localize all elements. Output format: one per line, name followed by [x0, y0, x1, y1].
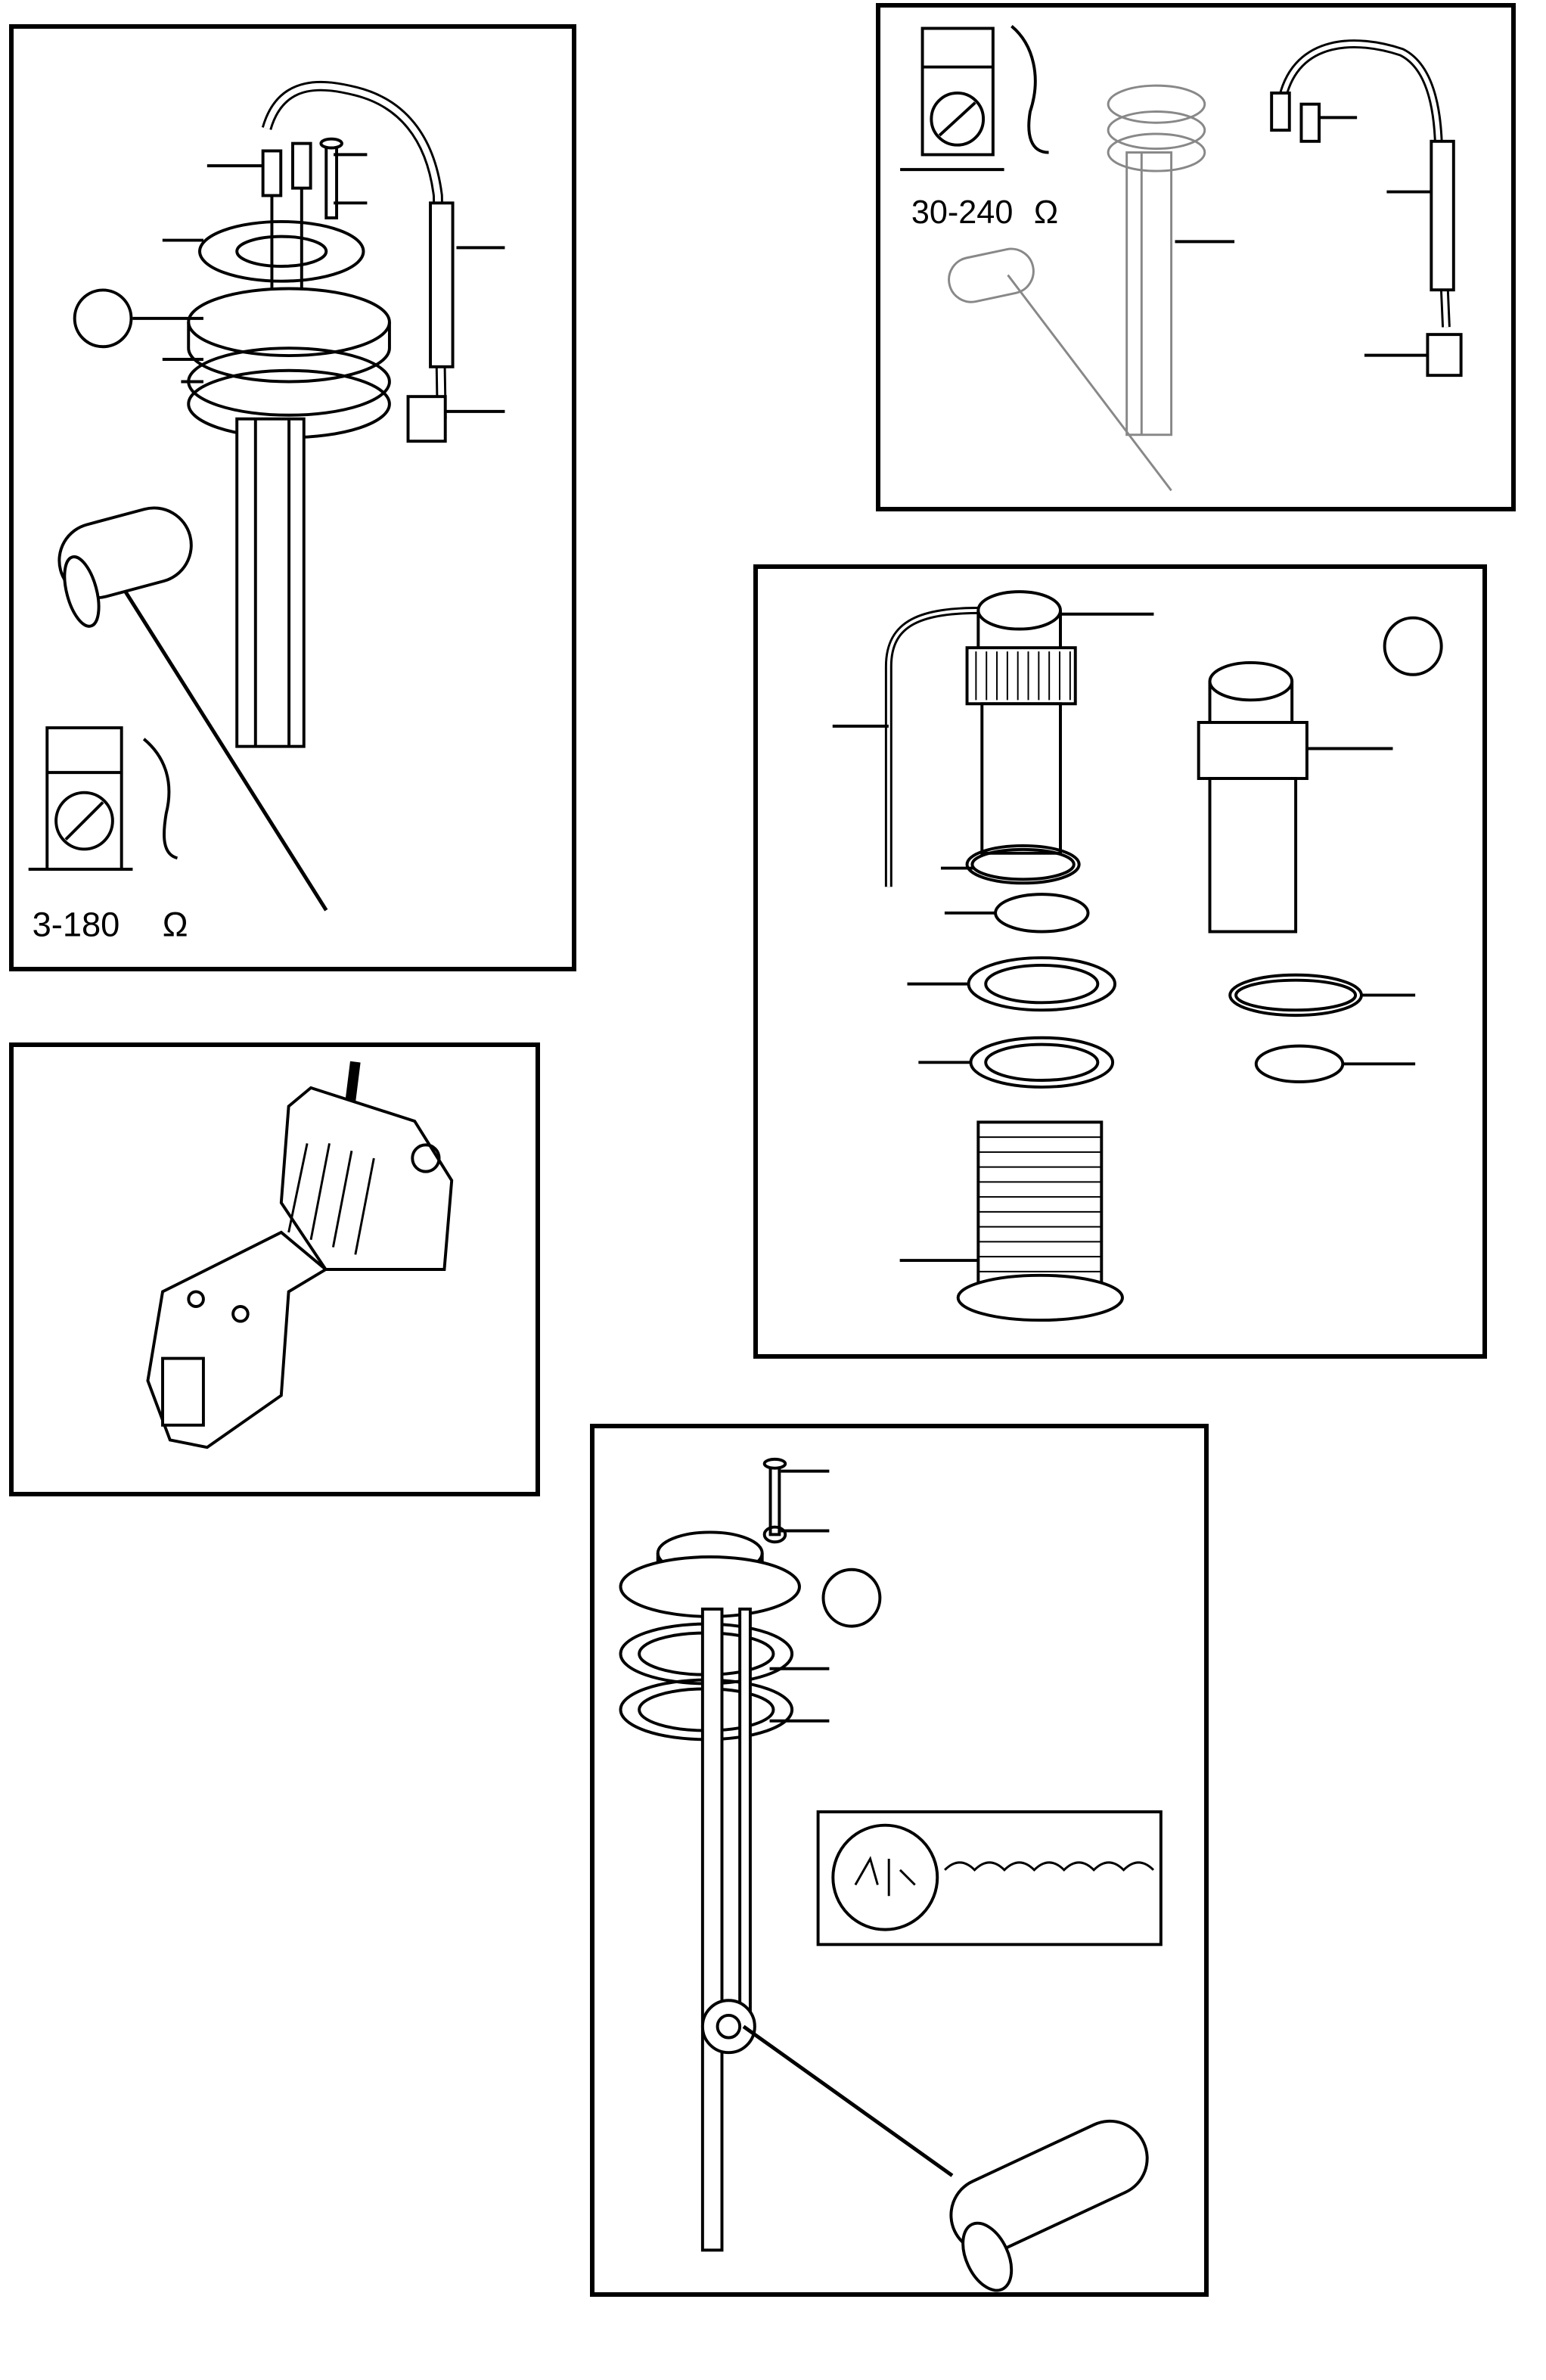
washer: [762, 1525, 787, 1544]
water-sender-drawing: [619, 1457, 1163, 2292]
pickup-nut: [965, 646, 1077, 706]
fuel-pump-icon: [142, 738, 179, 860]
float: [949, 2119, 1149, 2254]
callout-circle-icon: [73, 288, 133, 349]
panel-sender-30-240: 30-240 Ω: [876, 3, 1516, 511]
panel-water-sender: [590, 1424, 1209, 2297]
ohm-icon: Ω: [1034, 194, 1058, 231]
panel-bracket: [9, 1042, 540, 1496]
float-arm: [742, 2024, 954, 2177]
harness-cable: [1278, 39, 1451, 328]
float-arm: [108, 567, 328, 912]
panel-sender-3-180: 3-180 Ω: [9, 24, 576, 971]
o-ring-large: [965, 844, 1081, 885]
o-ring-small: [994, 893, 1090, 934]
pickup-body: [980, 702, 1062, 855]
cable-connector: [406, 395, 447, 443]
sender-30-240-drawing: 30-240 Ω: [900, 25, 1463, 492]
sender-tube: [700, 1607, 724, 2252]
bracket-plate: [279, 1086, 454, 1271]
cap-plug: [1208, 660, 1294, 702]
panel-fuel-pickup: [753, 564, 1487, 1359]
terminal-left: [261, 149, 283, 197]
screw: [768, 1462, 781, 1536]
resistance-label: 30-240: [911, 194, 1014, 231]
threaded-tube: [976, 1120, 1104, 1296]
cap-plug-nut: [1197, 720, 1309, 781]
fuel-pickup-drawing: [832, 590, 1443, 1322]
float-gear: [700, 1999, 756, 2055]
flange: [187, 287, 391, 358]
float-arm: [1007, 274, 1172, 492]
bracket-drawing: [146, 1061, 454, 1449]
float: [948, 247, 1035, 303]
harness-terminal-left: [1270, 91, 1291, 132]
ohm-icon: Ω: [163, 906, 188, 944]
callout-circle-icon: [821, 1568, 882, 1628]
cable-sleeve: [429, 201, 455, 368]
sender-rail: [738, 1607, 752, 2028]
resistance-label: 3-180: [33, 906, 120, 944]
sender-tube: [235, 417, 306, 748]
terminal-right: [291, 141, 312, 190]
flat-washer: [969, 1036, 1115, 1089]
cap-plug-strainer: [1208, 777, 1298, 934]
gasket-top: [198, 219, 365, 283]
harness-connector: [1426, 333, 1463, 378]
water-tank-icon: [816, 1810, 1163, 1947]
harness-terminal-right: [1299, 102, 1321, 143]
callout-circle-icon: [1383, 616, 1443, 676]
sender-tube: [1125, 151, 1173, 437]
fuel-pump-icon: [1010, 25, 1049, 154]
pickup-cap: [976, 590, 1062, 631]
faucet-icon: [831, 1823, 939, 1931]
sender-flange: [1107, 84, 1206, 124]
o-ring-plug-small: [1254, 1044, 1345, 1083]
sender-3-180-drawing: 3-180 Ω: [28, 80, 505, 944]
gauge-meter-icon: [920, 26, 995, 157]
